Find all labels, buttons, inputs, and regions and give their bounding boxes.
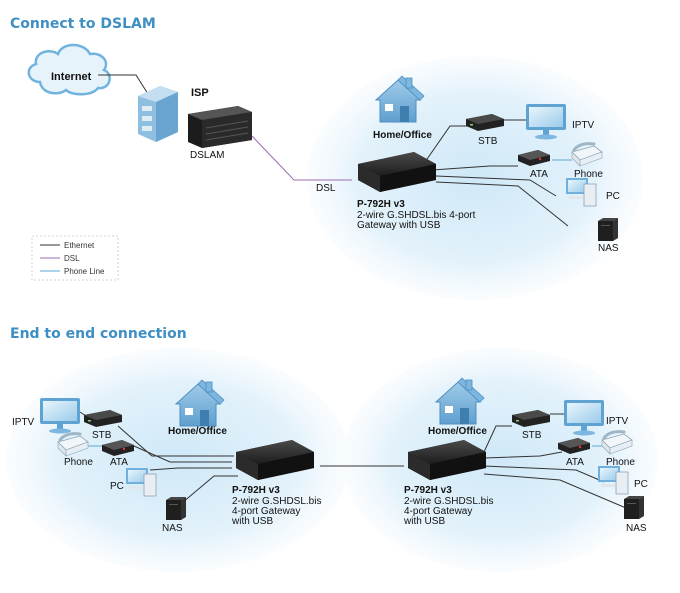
- right-nas-label: NAS: [626, 523, 647, 534]
- right-gateway-model-label: P-792H v3: [404, 485, 452, 496]
- isp-server-icon: [138, 86, 178, 142]
- iptv-label: IPTV: [572, 120, 595, 131]
- section-title-dslam: Connect to DSLAM: [10, 16, 156, 32]
- internet-isp-link: [98, 74, 149, 95]
- left-stb-label: STB: [92, 430, 112, 441]
- top-ethernet-links: [424, 125, 569, 227]
- left-gateway-desc-line2: 4-port Gateway: [232, 506, 300, 517]
- right-nas-icon: [624, 496, 644, 519]
- left-nas-label: NAS: [162, 523, 183, 534]
- left-gateway-desc-line1: 2-wire G.SHDSL.bis: [232, 496, 321, 507]
- section-title-e2e: End to end connection: [10, 326, 187, 342]
- dslam-icon: [188, 106, 252, 148]
- ata-label: ATA: [530, 169, 548, 180]
- left-gateway-model-label: P-792H v3: [232, 485, 280, 496]
- right-home-office-label: Home/Office: [428, 426, 487, 437]
- right-stb-label: STB: [522, 430, 542, 441]
- legend-dsl: DSL: [64, 254, 80, 263]
- right-iptv-label: IPTV: [606, 416, 629, 427]
- right-pc-label: PC: [634, 479, 648, 490]
- right-phone-label: Phone: [606, 457, 635, 468]
- gateway-desc-line1: 2-wire G.SHDSL.bis 4-port: [357, 210, 476, 221]
- phone-label: Phone: [574, 169, 603, 180]
- legend: Ethernet DSL Phone Line: [31, 235, 119, 281]
- left-phone-label: Phone: [64, 457, 93, 468]
- dsl-link: [251, 135, 352, 181]
- internet-label: Internet: [51, 71, 92, 83]
- gateway-desc-line2: Gateway with USB: [357, 220, 441, 231]
- nas-icon: [598, 218, 618, 241]
- right-gateway-desc-line3: with USB: [403, 516, 445, 527]
- nas-label: NAS: [598, 243, 619, 254]
- pc-label: PC: [606, 191, 620, 202]
- dsl-label: DSL: [316, 183, 336, 194]
- left-ata-label: ATA: [110, 457, 128, 468]
- left-ethernet-links: [117, 425, 238, 509]
- left-gateway-desc-line3: with USB: [231, 516, 273, 527]
- home-office-label: Home/Office: [373, 130, 432, 141]
- left-nas-icon: [166, 497, 186, 520]
- legend-ethernet: Ethernet: [64, 241, 95, 250]
- gateway-model-label: P-792H v3: [357, 199, 405, 210]
- left-pc-label: PC: [110, 481, 124, 492]
- dslam-label: DSLAM: [190, 150, 224, 161]
- left-iptv-label: IPTV: [12, 417, 35, 428]
- legend-phone-line: Phone Line: [64, 267, 105, 276]
- right-ata-label: ATA: [566, 457, 584, 468]
- stb-label: STB: [478, 136, 498, 147]
- right-gateway-desc-line2: 4-port Gateway: [404, 506, 472, 517]
- right-gateway-desc-line1: 2-wire G.SHDSL.bis: [404, 496, 493, 507]
- isp-label: ISP: [191, 87, 209, 99]
- left-home-glow: [6, 348, 350, 572]
- internet-cloud-icon: [27, 43, 111, 96]
- right-ethernet-links: [483, 425, 627, 509]
- left-home-office-label: Home/Office: [168, 426, 227, 437]
